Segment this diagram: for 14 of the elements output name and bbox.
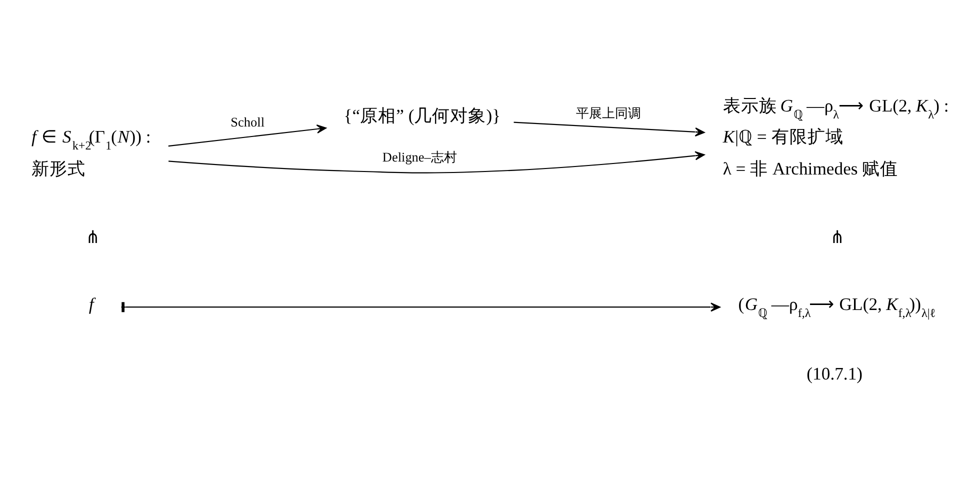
arrow	[168, 124, 326, 146]
node-text: f	[88, 294, 94, 314]
edge-label: 平展上同调	[576, 104, 642, 120]
node-text: {“原相” (几何对象)}	[344, 105, 501, 126]
edge-label: Scholl	[230, 114, 265, 129]
node-text: 表示族 G$_{ℚ}$ —ρ$_{λ}$⟶ GL(2, K$_{λ}$) : K|ℚ = 有限扩域 λ = 非 Archimedes 赋值	[722, 95, 949, 178]
arrow	[168, 150, 705, 173]
edge-label: Deligne–志村	[382, 149, 457, 164]
node-text: (G$_{ℚ}$ —ρ$_{f,λ}$⟶ GL(2, K$_{f,λ}$))$_{λ|ℓ}$	[738, 294, 936, 320]
arrow	[514, 121, 705, 136]
label: ⋔	[830, 226, 845, 246]
node-text: f ∈ S$_{k+2}$(Γ$_{1}$(N)) : 新形式	[32, 126, 151, 178]
label: ⋔	[86, 226, 101, 246]
label: (10.7.1)	[806, 363, 863, 384]
